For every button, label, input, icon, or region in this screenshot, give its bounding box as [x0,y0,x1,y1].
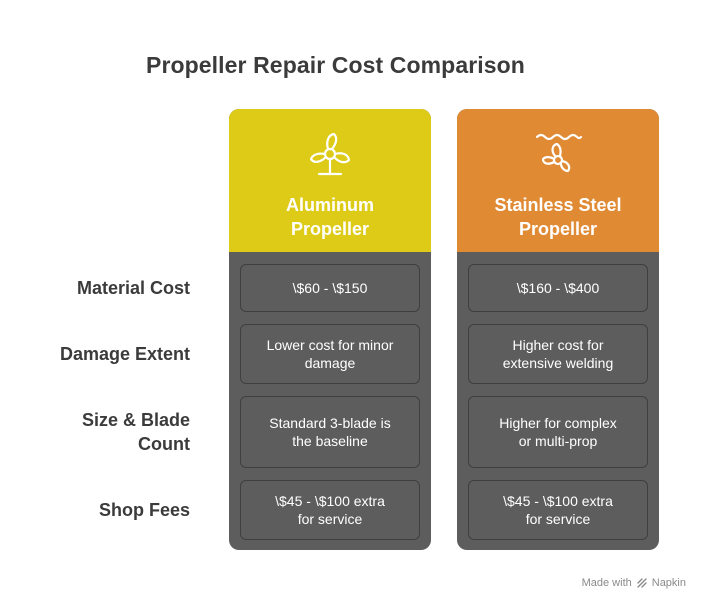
cell-text: \$160 - \$400 [516,280,600,296]
cell-aluminum-damage-extent: Lower cost for minor damage [240,324,420,384]
column-aluminum-propeller: Aluminum Propeller \$60 - \$150 Lower co… [229,109,431,550]
column-title-aluminum: Aluminum Propeller [229,193,431,241]
napkin-logo-icon [637,578,647,588]
column-title-stainless-steel: Stainless Steel Propeller [457,193,659,241]
row-label-line: Material Cost [76,278,190,298]
column-title-line: Propeller [290,219,370,239]
row-label-material-cost: Material Cost [77,276,190,300]
made-with-napkin-credit[interactable]: Made with Napkin [582,577,686,589]
cell-text: Higher for complex [499,415,617,431]
row-label-line: Count [138,434,190,454]
underwater-propeller-icon [535,133,583,173]
cell-text: for service [525,511,591,527]
cell-text: for service [297,511,363,527]
cell-text: \$45 - \$100 extra [503,493,613,509]
propeller-fan-icon [309,132,351,176]
column-stainless-steel-propeller: Stainless Steel Propeller \$160 - \$400 … [457,109,659,550]
column-title-line: Propeller [518,219,598,239]
cell-steel-size-blade-count: Higher for complex or multi-prop [468,396,648,468]
credit-brand: Napkin [651,577,686,589]
row-label-line: Damage Extent [59,344,190,364]
row-label-damage-extent: Damage Extent [60,342,190,366]
cell-text: the baseline [292,433,368,449]
column-header-aluminum: Aluminum Propeller [229,109,431,252]
row-label-size-blade-count: Size & Blade Count [82,408,190,456]
page-title: Propeller Repair Cost Comparison [146,52,525,78]
cell-aluminum-size-blade-count: Standard 3-blade is the baseline [240,396,420,468]
cell-steel-damage-extent: Higher cost for extensive welding [468,324,648,384]
cell-aluminum-material-cost: \$60 - \$150 [240,264,420,312]
column-header-stainless-steel: Stainless Steel Propeller [457,109,659,252]
cell-text: damage [304,355,356,371]
cell-text: or multi-prop [518,433,598,449]
cell-text: Higher cost for [512,337,604,353]
row-label-shop-fees: Shop Fees [99,498,190,522]
row-label-line: Size & Blade [81,410,190,430]
cell-text: extensive welding [502,355,614,371]
column-title-line: Aluminum [286,195,374,215]
column-title-line: Stainless Steel [494,195,622,215]
cell-aluminum-shop-fees: \$45 - \$100 extra for service [240,480,420,540]
cell-text: \$45 - \$100 extra [275,493,385,509]
cell-steel-material-cost: \$160 - \$400 [468,264,648,312]
row-label-line: Shop Fees [98,500,190,520]
cell-text: Standard 3-blade is [269,415,391,431]
credit-text: Made with [581,577,632,589]
cell-text: Lower cost for minor [266,337,394,353]
cell-steel-shop-fees: \$45 - \$100 extra for service [468,480,648,540]
cell-text: \$60 - \$150 [292,280,368,296]
